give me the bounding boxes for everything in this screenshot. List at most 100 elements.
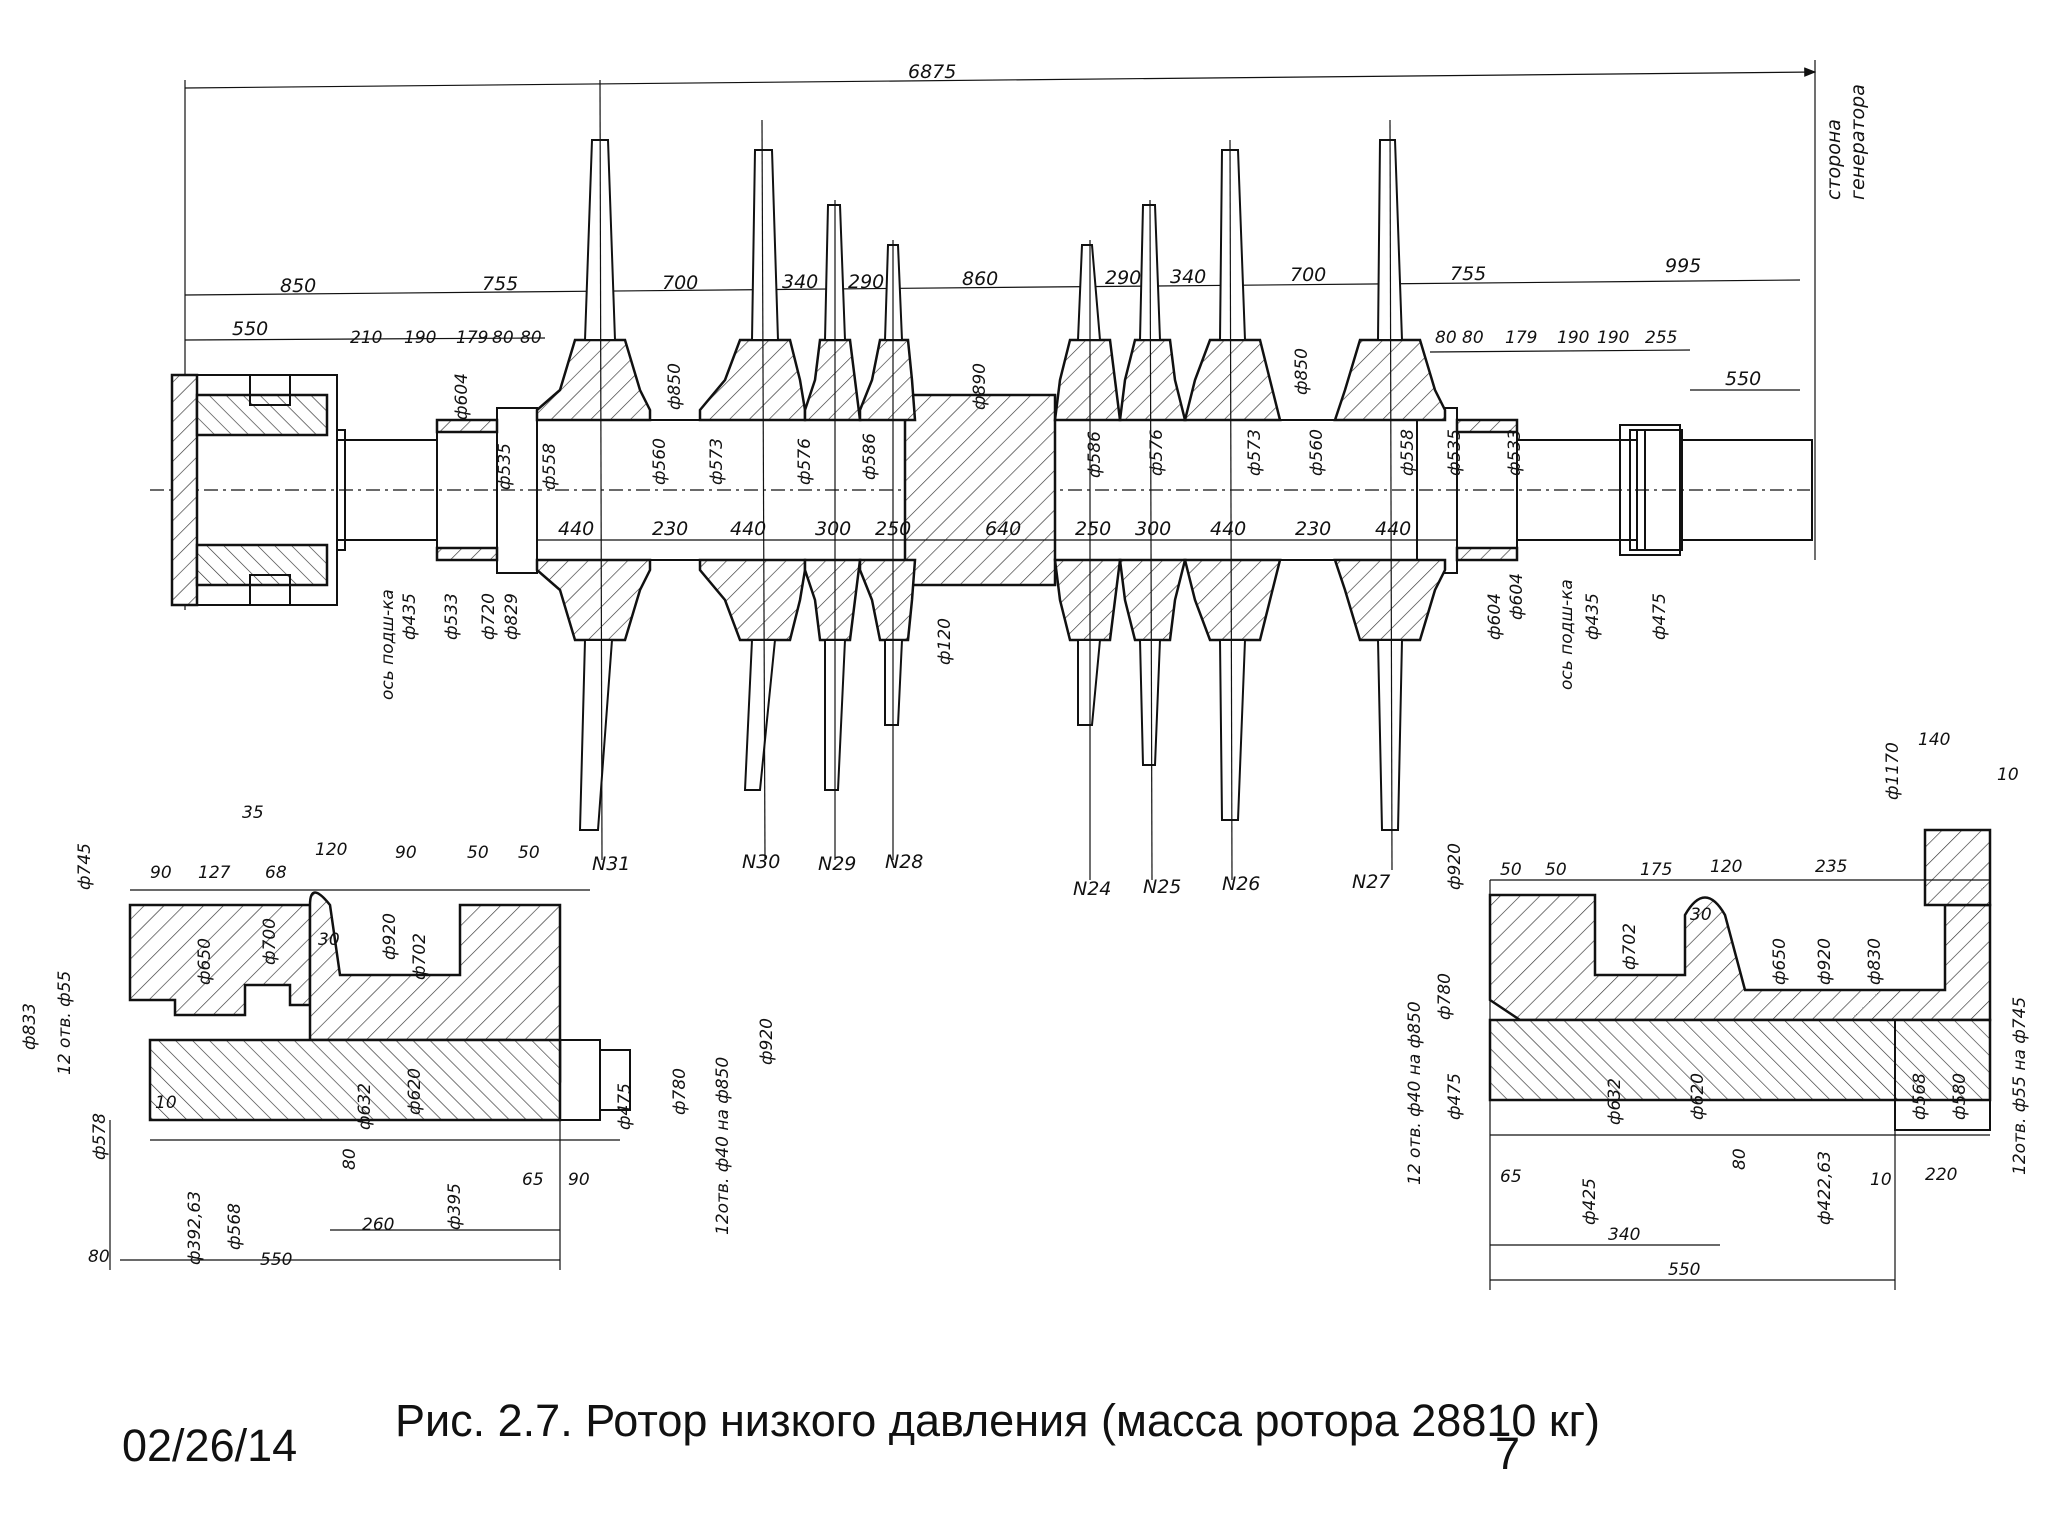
detail-right-dims: 140 10 ф1170 ф920 50 50 175 120 235 30 ф…: [1405, 730, 2030, 1280]
dim: ф435: [1583, 593, 1603, 640]
stage-label-n31: N31: [592, 853, 630, 875]
dim: 127: [198, 863, 231, 883]
dim: ф650: [195, 938, 215, 985]
dim: 210: [350, 328, 382, 348]
dim: ф920: [1815, 938, 1835, 985]
dim: 175: [1640, 860, 1672, 880]
dim: 440: [1210, 518, 1246, 540]
stage-label-n26: N26: [1222, 873, 1260, 895]
dim: 550: [1668, 1260, 1700, 1280]
dim: 80: [1462, 328, 1484, 348]
dim: 10: [1870, 1170, 1892, 1190]
top-dim: 755: [482, 273, 518, 295]
dim: ф535: [1445, 429, 1465, 476]
shaft-section-dims: 440 230 440 300 250 640 250 300 440 230 …: [558, 518, 1411, 540]
dim: ф920: [757, 1018, 777, 1065]
dim: 80: [340, 1148, 360, 1170]
right-coupling: [1619, 424, 1681, 556]
dim: ф745: [75, 843, 95, 890]
dim: 300: [815, 518, 851, 540]
slide-date: 02/26/14: [122, 1420, 298, 1471]
dim: ф780: [670, 1068, 690, 1115]
dim: ф435: [400, 593, 420, 640]
top-dim: 755: [1450, 263, 1486, 285]
side-label-line2: генератора: [1847, 84, 1869, 200]
top-dim-chain: 850 755 700 340 290 860 290 340 700 755 …: [280, 255, 1701, 297]
top-dim: 290: [848, 271, 884, 293]
dim: ф604: [452, 373, 472, 420]
stage-label-n28: N28: [885, 851, 923, 873]
dim: 190: [1557, 328, 1589, 348]
figure-caption: Рис. 2.7. Ротор низкого давления (масса …: [395, 1395, 1601, 1446]
diameters-mid: ф535 ф558 ф560 ф573 ф576 ф586 ф586 ф576 …: [495, 429, 1525, 490]
dim: ф568: [1910, 1073, 1930, 1120]
dim: 550: [260, 1250, 292, 1270]
dim: 35: [242, 803, 264, 823]
dim: ф475: [1650, 593, 1670, 640]
overall-length-label: 6875: [908, 61, 956, 83]
detail-left: 35 120 90 50 50 90 127 68 ф745 ф650 ф700…: [20, 803, 777, 1270]
dim: ф830: [1865, 938, 1885, 985]
dim: 300: [1135, 518, 1171, 540]
dim: 255: [1645, 328, 1677, 348]
top-dim: 860: [962, 268, 998, 290]
upper-dim-left: 550 210 190 179 80 80: [232, 318, 542, 348]
dim: ф829: [502, 593, 522, 640]
main-rotor-view: 6875 сторона генератора 850 755 700 340 …: [150, 60, 1869, 900]
dim: ф395: [445, 1183, 465, 1230]
dim: ф604: [1485, 593, 1505, 640]
stage-label-n25: N25: [1143, 876, 1181, 898]
dim: ф700: [260, 918, 280, 965]
dim: 440: [1375, 518, 1411, 540]
dim: ф650: [1770, 938, 1790, 985]
dim: 550: [1725, 368, 1761, 390]
dim: 230: [1295, 518, 1331, 540]
dim: 190: [1597, 328, 1629, 348]
dim: 250: [1075, 518, 1111, 540]
dim: 550: [232, 318, 268, 340]
dim: 640: [985, 518, 1021, 540]
dim: 340: [1608, 1225, 1640, 1245]
dim: ф533: [442, 593, 462, 640]
dim: 10: [155, 1093, 177, 1113]
stage-label-n27: N27: [1352, 871, 1390, 893]
dim: 12отв. ф55 на ф745: [2010, 997, 2030, 1175]
dim: ф475: [615, 1083, 635, 1130]
dim: ф920: [380, 913, 400, 960]
dim: ф632: [355, 1083, 375, 1130]
dim: 50: [467, 843, 489, 863]
dim: 12отв. ф40 на ф850: [713, 1057, 733, 1235]
dim: ф1170: [1883, 742, 1903, 800]
dim: 68: [265, 863, 287, 883]
dim: ф560: [1307, 429, 1327, 476]
dim: ф702: [1620, 923, 1640, 970]
dim: ф558: [1398, 429, 1418, 476]
dim: 120: [1710, 857, 1742, 877]
dim: ф560: [650, 438, 670, 485]
top-dim: 850: [280, 275, 316, 297]
dim: 80: [88, 1247, 110, 1267]
dim: 80: [1435, 328, 1457, 348]
upper-dim-right: 80 80 179 190 190 255 550: [1435, 328, 1761, 390]
dim: ф620: [405, 1068, 425, 1115]
dim: ф422,63: [1815, 1151, 1835, 1225]
dim: ф586: [860, 433, 880, 480]
dim: ф392,63: [185, 1191, 205, 1265]
dim: 12 отв. ф55: [55, 971, 75, 1075]
dim: 65: [522, 1170, 544, 1190]
dim: 30: [1690, 905, 1712, 925]
dim: 65: [1500, 1167, 1522, 1187]
dim: 235: [1815, 857, 1847, 877]
dim: ф425: [1580, 1178, 1600, 1225]
bearing-axis-label: ось подш-ка: [378, 589, 398, 700]
slide-number: 7: [1495, 1428, 1521, 1479]
dim: 440: [730, 518, 766, 540]
dim: ф475: [1445, 1073, 1465, 1120]
dim: ф620: [1688, 1073, 1708, 1120]
detail-left-dims: 35 120 90 50 50 90 127 68 ф745 ф650 ф700…: [20, 803, 777, 1270]
dim: ф578: [90, 1113, 110, 1160]
dim: ф576: [1147, 429, 1167, 476]
dim: 12 отв. ф40 на ф850: [1405, 1001, 1425, 1185]
diameters-bottom: ось подш-ка ф435 ф533 ф720 ф829 ф120 ф60…: [378, 579, 1670, 700]
